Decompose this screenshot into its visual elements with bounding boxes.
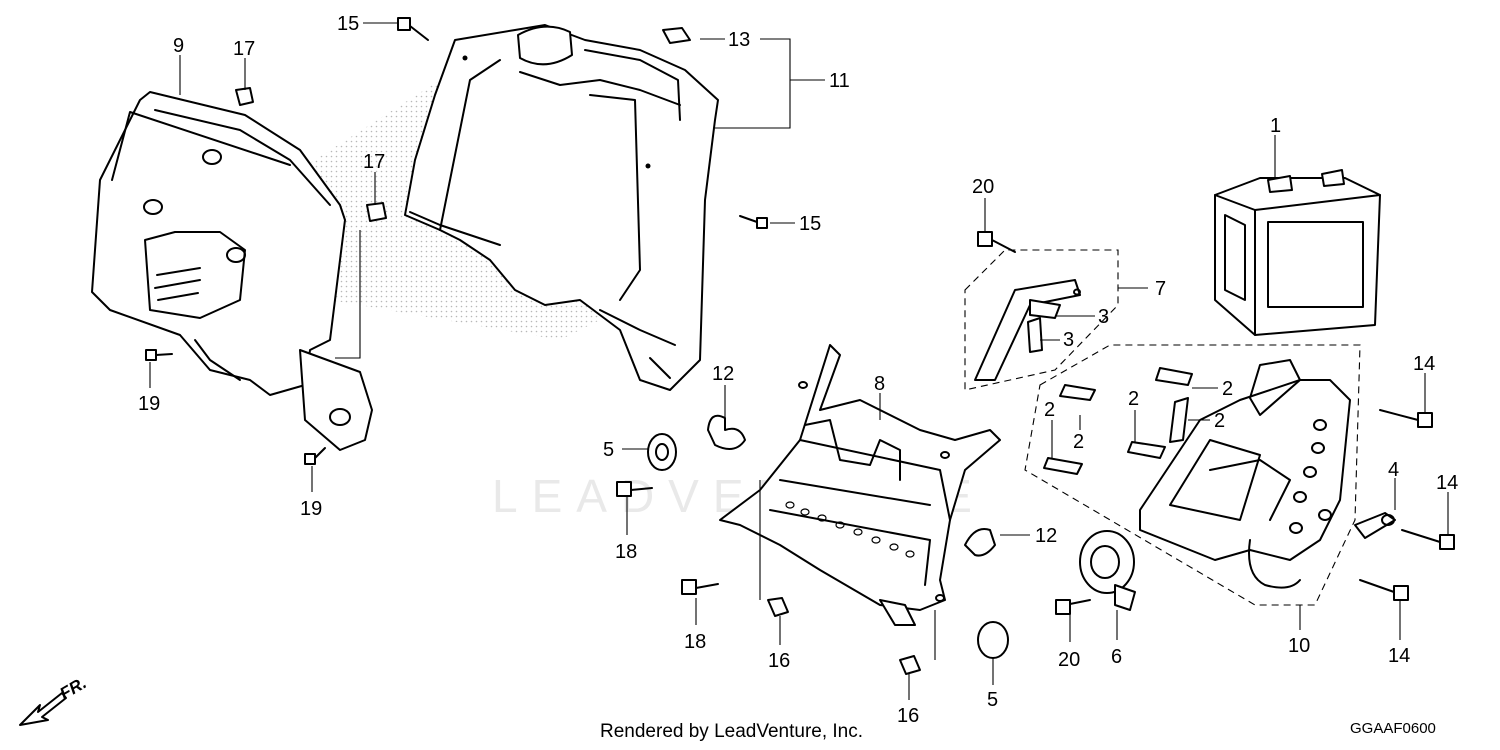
callout-2-d: 2 — [1044, 399, 1055, 421]
grommet-part-5-a[interactable] — [647, 433, 677, 471]
callout-14-b: 14 — [1436, 472, 1458, 494]
clamp-part-12-a[interactable] — [707, 414, 746, 450]
horn-part-6[interactable] — [1079, 530, 1136, 611]
bolt-part-15-b[interactable] — [739, 215, 768, 229]
battery-box-part-10[interactable] — [1024, 344, 1361, 606]
bolt-part-18-a[interactable] — [616, 481, 653, 497]
callout-18-a: 18 — [615, 541, 637, 563]
callout-15-b: 15 — [799, 213, 821, 235]
callout-17-b: 17 — [363, 151, 385, 173]
callout-2-c: 2 — [1128, 388, 1139, 410]
callout-19-b: 19 — [300, 498, 322, 520]
callout-10: 10 — [1288, 635, 1310, 657]
callout-12-a: 12 — [712, 363, 734, 385]
clip-part-13[interactable] — [662, 27, 691, 44]
callout-3-b: 3 — [1063, 329, 1074, 351]
callout-11: 11 — [829, 70, 850, 92]
front-cover-part-9[interactable] — [91, 91, 373, 451]
callout-19-a: 19 — [138, 393, 160, 415]
bolt-part-14-b[interactable] — [1401, 529, 1455, 550]
callout-5-a: 5 — [603, 439, 614, 461]
callout-4: 4 — [1388, 459, 1399, 481]
rear-cover-part-11[interactable] — [404, 24, 719, 391]
battery-part-1[interactable] — [1214, 169, 1381, 336]
callout-3-a: 3 — [1098, 306, 1109, 328]
callout-2-e: 2 — [1073, 431, 1084, 453]
footer-credit: Rendered by LeadVenture, Inc. — [600, 721, 863, 742]
bracket-frame-part-8[interactable] — [719, 344, 1001, 626]
diagram-code: GGAAF0600 — [1350, 720, 1436, 737]
fuse-part-4[interactable] — [1354, 512, 1396, 539]
leader-lines — [149, 22, 1449, 700]
callout-16-b: 16 — [897, 705, 919, 727]
bolt-part-19-a[interactable] — [145, 349, 173, 361]
callout-6: 6 — [1111, 646, 1122, 668]
callout-20-a: 20 — [972, 176, 994, 198]
nut-part-16-a[interactable] — [767, 597, 789, 617]
callout-14-a: 14 — [1413, 353, 1435, 375]
callout-2-a: 2 — [1222, 378, 1233, 400]
bolt-part-15-a[interactable] — [397, 17, 429, 41]
callout-18-b: 18 — [684, 631, 706, 653]
bolt-part-20-b[interactable] — [1055, 599, 1091, 615]
stay-part-7[interactable] — [964, 249, 1119, 391]
nut-part-17-b[interactable] — [366, 202, 387, 222]
callout-1: 1 — [1270, 115, 1281, 137]
bolt-part-14-a[interactable] — [1379, 409, 1433, 428]
bolt-part-14-c[interactable] — [1359, 579, 1409, 601]
callout-8: 8 — [874, 373, 885, 395]
callout-labels: 1 2 2 2 2 2 3 3 4 5 5 6 7 8 9 10 11 12 1… — [138, 13, 1458, 727]
rubber-pads-part-2[interactable] — [1043, 367, 1193, 475]
callout-9: 9 — [173, 35, 184, 57]
grommet-part-5-b[interactable] — [977, 621, 1009, 659]
bolt-part-20-a[interactable] — [977, 231, 1016, 253]
clamp-part-12-b[interactable] — [964, 528, 996, 557]
callout-7: 7 — [1155, 278, 1166, 300]
callout-16-a: 16 — [768, 650, 790, 672]
callout-5-b: 5 — [987, 689, 998, 711]
callout-14-c: 14 — [1388, 645, 1410, 667]
nut-part-16-b[interactable] — [899, 655, 921, 675]
callout-13: 13 — [728, 29, 750, 51]
callout-17-a: 17 — [233, 38, 255, 60]
nut-part-17-a[interactable] — [235, 87, 254, 106]
bracket-holes — [785, 501, 915, 558]
bolt-part-18-b[interactable] — [681, 579, 719, 595]
callout-15-a: 15 — [337, 13, 359, 35]
callout-2-b: 2 — [1214, 410, 1225, 432]
front-direction-arrow: FR. — [19, 673, 90, 726]
callout-20-b: 20 — [1058, 649, 1080, 671]
bolt-part-19-b[interactable] — [304, 447, 326, 465]
callout-12-b: 12 — [1035, 525, 1057, 547]
